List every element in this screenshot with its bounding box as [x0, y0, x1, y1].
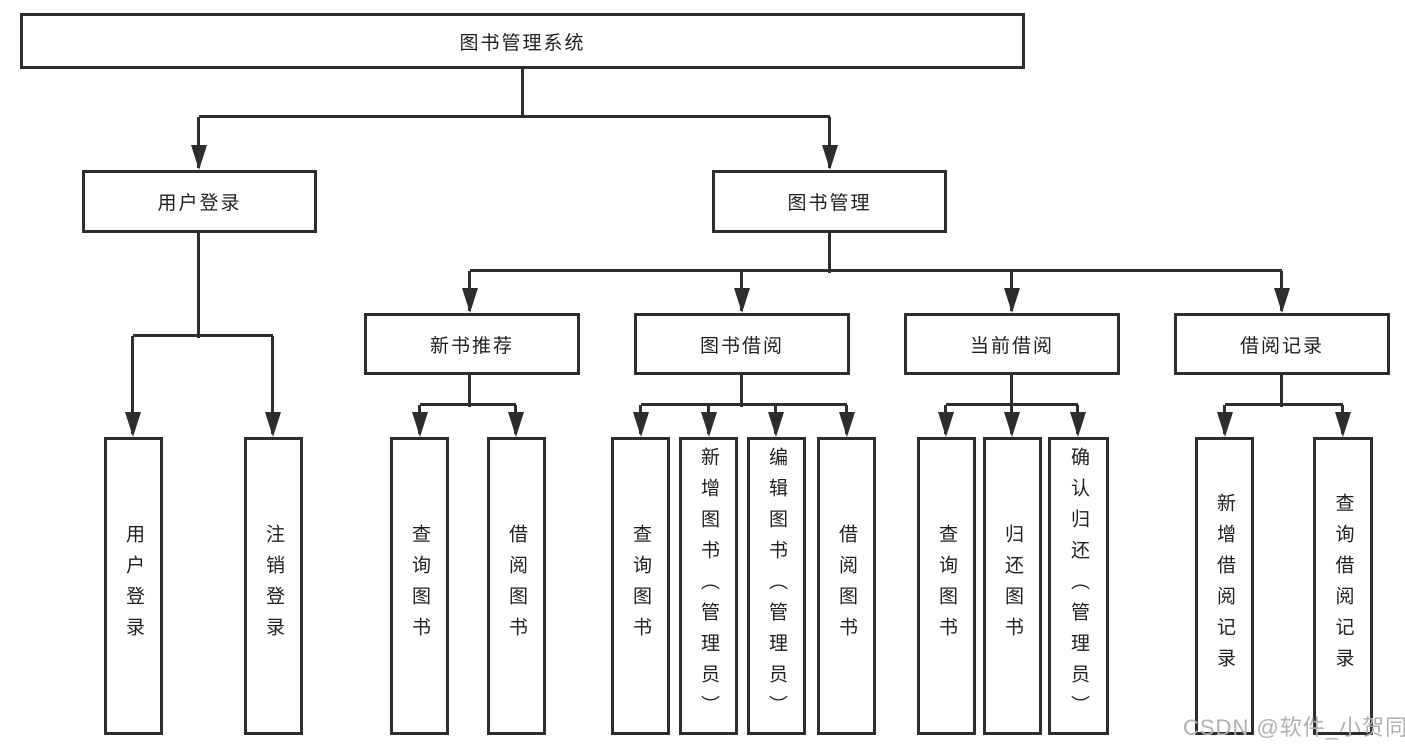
arrow-down-icon	[768, 412, 784, 437]
node-new-book-recommend: 新书推荐	[364, 313, 580, 375]
node-label: 查询图书	[936, 524, 957, 648]
node-leaf-add-borrow-record: 新增借阅记录	[1195, 437, 1254, 735]
connector-vline	[828, 117, 831, 168]
node-label: 图书管理系统	[459, 32, 586, 54]
node-label: 借阅图书	[836, 524, 857, 648]
connector-vline	[521, 68, 524, 117]
connector-hline	[946, 403, 1078, 406]
node-label: 借阅图书	[506, 524, 527, 648]
node-label: 用户登录	[157, 193, 242, 214]
node-label: 用户登录	[123, 524, 144, 648]
node-label: 查询图书	[409, 524, 430, 648]
connector-vline	[828, 232, 831, 273]
node-leaf-borrow-book: 借阅图书	[487, 437, 546, 735]
node-label: 确认归还（管理员）	[1068, 446, 1089, 726]
connector-vline	[740, 375, 743, 407]
node-user-login: 用户登录	[82, 170, 317, 233]
arrow-down-icon	[1274, 288, 1290, 313]
node-leaf-query-borrow-record: 查询借阅记录	[1313, 437, 1373, 735]
node-leaf-user-login: 用户登录	[104, 437, 163, 735]
connector-vline	[468, 375, 471, 407]
connector-hline	[470, 269, 1282, 272]
node-leaf-return-book: 归还图书	[983, 437, 1042, 735]
connector-hline	[133, 334, 273, 337]
connector-hline	[641, 403, 847, 406]
node-label: 查询图书	[630, 524, 651, 648]
node-leaf-add-book-admin: 新增图书（管理员）	[679, 437, 738, 735]
node-leaf-logout: 注销登录	[244, 437, 303, 735]
node-leaf-borrow-book: 借阅图书	[817, 437, 876, 735]
node-leaf-query-book: 查询图书	[390, 437, 449, 735]
connector-vline	[1280, 375, 1283, 407]
arrow-down-icon	[265, 412, 281, 437]
arrow-down-icon	[1335, 412, 1351, 437]
node-leaf-confirm-return-admin: 确认归还（管理员）	[1048, 437, 1109, 735]
node-current-borrow: 当前借阅	[904, 313, 1120, 375]
node-label: 图书管理	[787, 193, 872, 214]
node-label: 新增借阅记录	[1214, 493, 1235, 679]
connector-vline	[197, 233, 200, 338]
node-label: 图书借阅	[699, 335, 784, 357]
arrow-down-icon	[633, 412, 649, 437]
arrow-down-icon	[839, 412, 855, 437]
arrow-down-icon	[191, 145, 207, 170]
node-label: 新增图书（管理员）	[698, 446, 719, 726]
node-label: 借阅记录	[1239, 335, 1324, 357]
node-label: 查询借阅记录	[1332, 493, 1354, 679]
arrow-down-icon	[938, 412, 954, 437]
connector-hline	[420, 403, 516, 406]
node-leaf-query-book: 查询图书	[917, 437, 976, 735]
arrow-down-icon	[734, 288, 750, 313]
node-label: 当前借阅	[969, 335, 1054, 357]
node-library-management-system: 图书管理系统	[20, 13, 1025, 69]
arrow-down-icon	[508, 412, 524, 437]
connector-vline	[197, 117, 200, 168]
node-book-management: 图书管理	[712, 170, 947, 233]
arrow-down-icon	[1004, 412, 1020, 437]
connector-hline	[1225, 403, 1343, 406]
arrow-down-icon	[462, 288, 478, 313]
connector-hline	[199, 115, 830, 118]
arrow-down-icon	[701, 412, 717, 437]
node-label: 注销登录	[263, 524, 284, 648]
connector-vline	[271, 336, 274, 434]
csdn-watermark: CSDN @软件_小贺同学	[1183, 715, 1405, 740]
node-leaf-edit-book-admin: 编辑图书（管理员）	[747, 437, 806, 735]
connector-vline	[1010, 375, 1013, 407]
arrow-down-icon	[1004, 288, 1020, 313]
connector-vline	[131, 336, 134, 434]
arrow-down-icon	[822, 145, 838, 170]
arrow-down-icon	[1070, 412, 1086, 437]
node-leaf-query-book: 查询图书	[611, 437, 670, 735]
node-label: 编辑图书（管理员）	[766, 446, 787, 726]
node-borrow-records: 借阅记录	[1174, 313, 1390, 375]
arrow-down-icon	[125, 412, 141, 437]
node-label: 归还图书	[1002, 524, 1023, 648]
node-label: 新书推荐	[429, 335, 514, 357]
arrow-down-icon	[412, 412, 428, 437]
arrow-down-icon	[1217, 412, 1233, 437]
node-book-borrow: 图书借阅	[634, 313, 850, 375]
